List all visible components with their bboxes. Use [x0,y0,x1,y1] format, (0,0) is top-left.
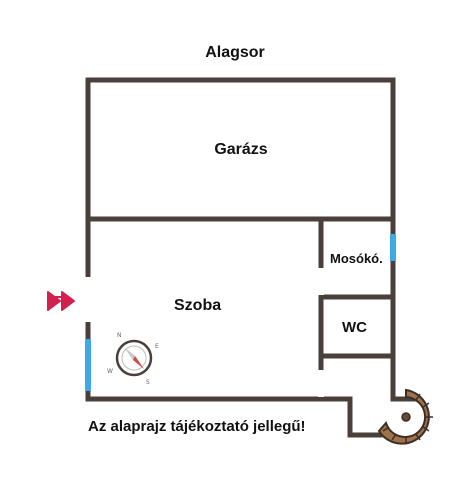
entrance-arrow-icon [47,291,75,311]
compass-letter-s: S [146,379,150,386]
floor-title: Alagsor [205,44,265,61]
room-label-garage: Garázs [214,141,268,158]
window-room-west [85,339,91,391]
compass-letter-e: E [155,343,159,350]
windows [85,234,396,391]
compass-letter-n: N [117,332,122,339]
walls [85,77,417,438]
openings [85,268,324,397]
compass-icon: N E W S [107,332,159,386]
room-label-laundry: Mosókó. [330,251,383,266]
room-label-room: Szoba [174,297,222,314]
compass-letter-w: W [107,368,113,375]
disclaimer-note: Az alaprajz tájékoztató jellegű! [88,418,306,435]
window-laundry-east [390,234,396,261]
room-label-wc: WC [342,319,367,336]
spiral-staircase-icon [377,388,433,445]
laundry-door-gap [318,268,324,295]
room-door-gap [318,370,324,397]
outer-wall [85,77,417,438]
entrance-door-gap [85,277,92,322]
